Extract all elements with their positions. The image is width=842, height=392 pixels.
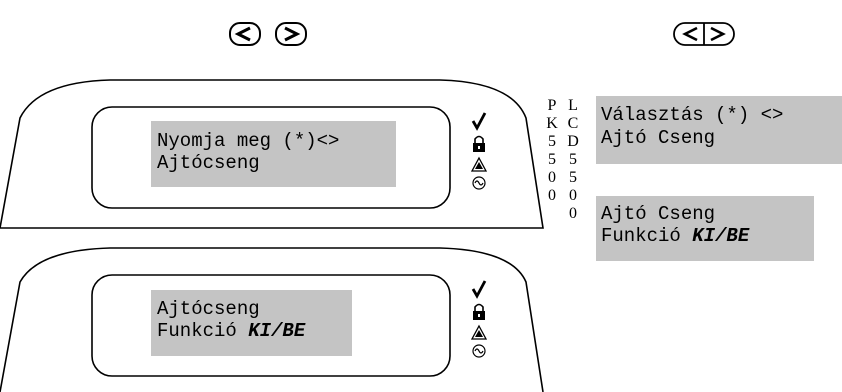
alert-triangle-icon: [470, 156, 488, 172]
lcd5500-display-1-line2: Ajtó Cseng: [601, 127, 716, 149]
pk5500-status-icons-lower: [470, 280, 488, 358]
pk5500-keypad-body-lower: [0, 247, 544, 392]
pk5500-display-1: Nyomja meg (*)<> Ajtócseng: [151, 121, 396, 187]
pk5500-label-char: 0: [548, 187, 556, 204]
lcd5500-display-1-line1: Választás (*) <>: [601, 104, 784, 126]
pk5500-screen-bezel-lower: [91, 274, 451, 377]
pk5500-display-2-line1: Ajtócseng: [157, 298, 260, 320]
pk5500-label-char: 0: [548, 169, 556, 186]
check-icon: [471, 112, 487, 131]
pk5500-left-button: [229, 22, 261, 46]
lcd5500-label-char: C: [567, 115, 579, 132]
lcd5500-label-char: 0: [569, 187, 577, 204]
pk5500-display-2: Ajtócseng Funkció KI/BE: [151, 290, 352, 356]
pk5500-status-icons-upper: [470, 112, 488, 190]
lcd5500-label-char: D: [567, 133, 579, 150]
lcd5500-display-2-line1: Ajtó Cseng: [601, 203, 716, 225]
lcd5500-display-2-line2-bold: KI/BE: [692, 225, 750, 247]
alert-triangle-icon: [470, 324, 488, 340]
lcd5500-display-2-line2: Funkció KI/BE: [601, 225, 749, 247]
pk5500-label-char: P: [547, 97, 557, 114]
lock-icon: [473, 303, 485, 320]
pk5500-display-1-line1: Nyomja meg (*)<>: [157, 130, 340, 152]
pk5500-keypad-body-upper: [0, 79, 544, 229]
lcd5500-label-char: L: [568, 97, 578, 114]
pk5500-label-char: 5: [548, 151, 556, 168]
lcd5500-label-char: 5: [569, 169, 577, 186]
lcd5500-scroll-buttons: [673, 22, 735, 46]
lock-icon: [473, 135, 485, 152]
ac-power-icon: [472, 176, 486, 190]
lcd5500-display-2: Ajtó Cseng Funkció KI/BE: [596, 196, 814, 261]
lcd5500-display-1: Választás (*) <> Ajtó Cseng: [596, 96, 842, 164]
pk5500-label-char: K: [546, 115, 558, 132]
pk5500-display-2-line2: Funkció KI/BE: [157, 320, 305, 342]
pk5500-display-2-line2-prefix: Funkció: [157, 320, 249, 342]
ac-power-icon: [472, 344, 486, 358]
pk5500-display-1-line2: Ajtócseng: [157, 152, 260, 174]
lcd5500-display-2-line2-prefix: Funkció: [601, 225, 693, 247]
pk5500-label-char: 5: [548, 133, 556, 150]
pk5500-scroll-buttons: [229, 22, 307, 46]
pk5500-screen-bezel-upper: [91, 106, 451, 209]
pk5500-right-button: [275, 22, 307, 46]
pk5500-display-2-line2-bold: KI/BE: [248, 320, 306, 342]
lcd5500-label-char: 0: [569, 205, 577, 222]
lcd5500-label-char: 5: [569, 151, 577, 168]
check-icon: [471, 280, 487, 299]
